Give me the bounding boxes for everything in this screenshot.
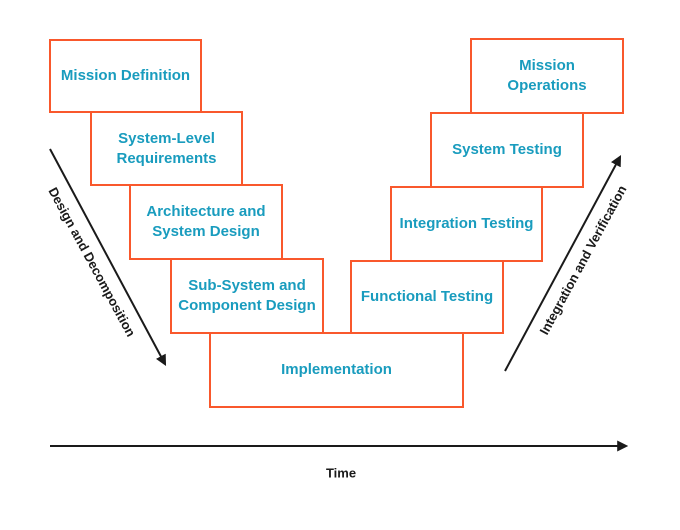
- stage-label: Functional Testing: [360, 288, 494, 305]
- stage-label: System Testing: [452, 141, 562, 158]
- stage-box-system-level-requirements: System-Level Requirements: [90, 111, 243, 186]
- stage-box-architecture-system-design: Architecture and System Design: [129, 184, 283, 260]
- stage-label: Architecture and System Design: [146, 203, 266, 240]
- stage-box-functional-testing: Functional Testing: [350, 260, 504, 334]
- time-axis-label: Time: [325, 465, 357, 481]
- design-decomposition-label: Design and Decomposition: [45, 184, 139, 340]
- integration-verification-label: Integration and Verification: [536, 182, 630, 338]
- stage-box-mission-operations: Mission Operations: [470, 38, 624, 114]
- stage-label: Integration Testing: [399, 215, 534, 232]
- stage-label: Implementation: [281, 361, 392, 378]
- stage-box-integration-testing: Integration Testing: [390, 186, 543, 262]
- stage-label: Sub-System and Component Design: [178, 277, 316, 314]
- stage-label: Mission Definition: [60, 67, 191, 84]
- stage-label: Mission Operations: [507, 57, 587, 94]
- stage-box-system-testing: System Testing: [430, 112, 584, 188]
- stage-box-subsystem-component-design: Sub-System and Component Design: [170, 258, 324, 334]
- stage-box-mission-definition: Mission Definition: [49, 39, 202, 113]
- stage-box-implementation: Implementation: [209, 332, 464, 408]
- stage-label: System-Level Requirements: [116, 129, 217, 167]
